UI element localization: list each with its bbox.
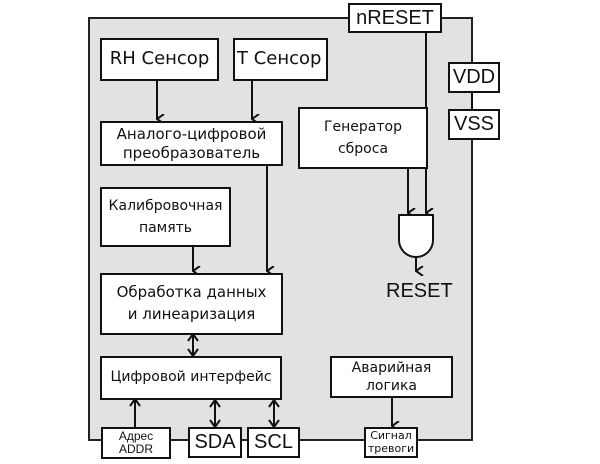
sda-pin-label: SDA <box>194 431 236 453</box>
t-sensor-label: T Сенсор <box>237 48 322 70</box>
alarm-pin-label-line1: Сигнал <box>370 429 412 443</box>
vss-pin-label: VSS <box>453 113 495 135</box>
alarm-logic-label-line1: Аварийная <box>351 359 432 376</box>
processing-label-line1: Обработка данных <box>116 283 267 302</box>
alarm-logic-block: Аварийная логика <box>330 356 453 398</box>
digital-interface-block: Цифровой интерфейс <box>100 356 282 400</box>
reset-generator-block: Генератор сброса <box>298 107 428 169</box>
vss-pin: VSS <box>448 109 500 140</box>
rh-sensor-label: RH Сенсор <box>109 48 210 70</box>
scl-pin: SCL <box>247 427 300 458</box>
vdd-pin-label: VDD <box>452 66 496 88</box>
alarm-signal-pin: Сигнал тревоги <box>364 427 418 458</box>
addr-pin-label-line2: ADDR <box>118 442 153 456</box>
scl-pin-label: SCL <box>254 431 293 453</box>
calibration-label-line1: Калибровочная <box>108 197 223 214</box>
adc-label-line1: Аналого-цифровой <box>116 124 267 143</box>
t-sensor-block: T Сенсор <box>233 38 328 81</box>
alarm-pin-label-line2: тревоги <box>367 441 415 455</box>
calibration-memory-block: Калибровочная память <box>100 187 231 247</box>
vdd-pin: VDD <box>448 62 500 93</box>
and-gate <box>398 214 434 258</box>
addr-pin-label-line1: Адрес <box>118 428 154 443</box>
reset-generator-label-line2: сброса <box>337 141 389 157</box>
nreset-pin: nRESET <box>348 3 442 33</box>
reset-generator-label-line1: Генератор <box>324 118 402 135</box>
calibration-label-line2: память <box>138 220 193 236</box>
data-processing-block: Обработка данных и линеаризация <box>100 273 283 335</box>
sda-pin: SDA <box>188 427 242 458</box>
addr-pin: Адрес ADDR <box>101 427 171 459</box>
nreset-pin-label: nRESET <box>356 6 434 29</box>
rh-sensor-block: RH Сенсор <box>100 38 219 81</box>
reset-output-label: RESET <box>386 280 453 302</box>
digital-interface-label: Цифровой интерфейс <box>110 369 272 386</box>
alarm-logic-label-line2: логика <box>365 378 417 394</box>
adc-block: Аналого-цифровой преобразователь <box>100 121 283 166</box>
processing-label-line2: и линеаризация <box>127 305 256 323</box>
adc-label-line2: преобразователь <box>122 143 261 162</box>
